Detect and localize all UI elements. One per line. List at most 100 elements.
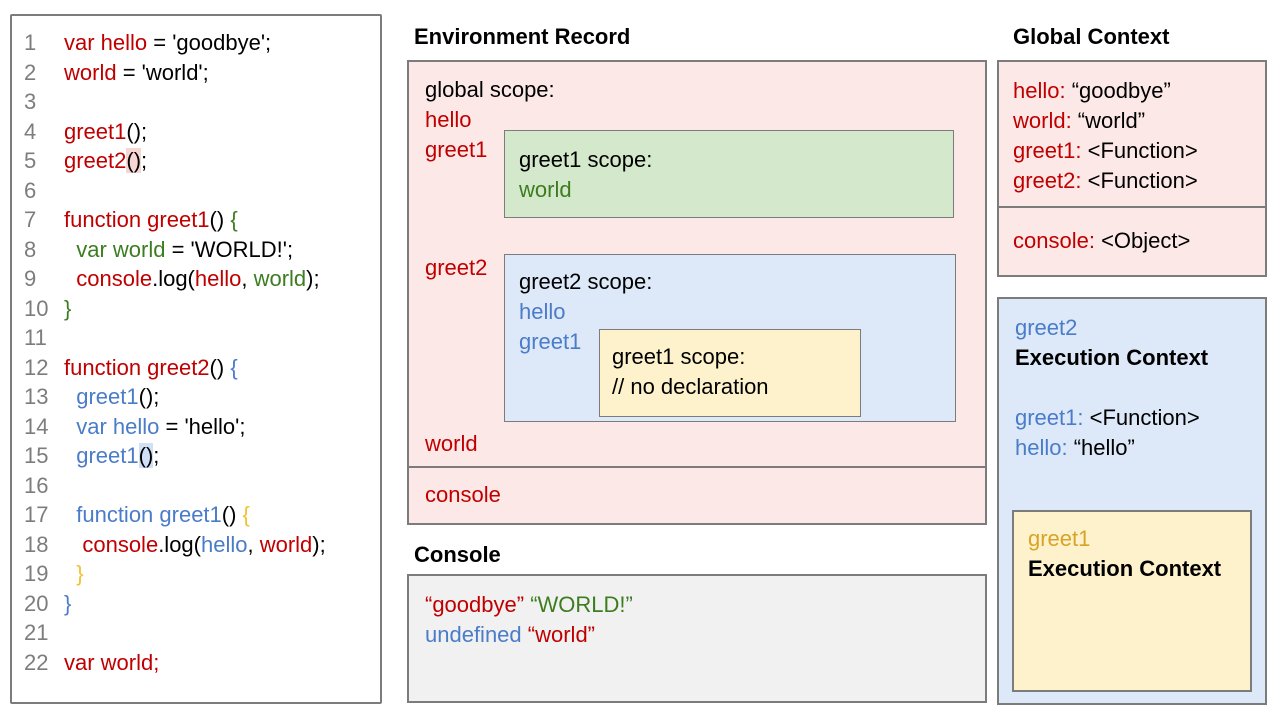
line-number: 5 <box>24 148 37 173</box>
greet1-context-title: Execution Context <box>1028 556 1222 581</box>
token: function greet2 <box>64 354 210 380</box>
line-number: 8 <box>24 236 37 262</box>
code-line: 14 var hello = 'hello'; <box>24 412 380 442</box>
token: “goodbye” <box>425 592 525 617</box>
token: = 'WORLD!'; <box>165 236 294 262</box>
token: = 'goodbye'; <box>147 30 272 55</box>
token: console: <box>1013 228 1095 253</box>
code-line: 15 greet1(); <box>24 441 380 471</box>
token: ; <box>153 443 160 468</box>
token: console <box>82 531 159 557</box>
token: greet1 <box>76 443 139 468</box>
token: ); <box>306 266 320 291</box>
token: console <box>76 266 153 291</box>
code-text: console.log(hello, world); <box>64 264 320 294</box>
code-text: } <box>64 559 84 589</box>
line-number: 15 <box>24 443 49 468</box>
token: greet2 <box>64 148 127 173</box>
token: () <box>126 148 142 173</box>
token: greet1: <box>1013 138 1082 163</box>
token: (); <box>126 118 148 144</box>
line-number: 16 <box>24 472 49 498</box>
token: , <box>241 266 254 291</box>
code-text: } <box>64 294 71 324</box>
greet2-context-name: greet2 <box>1015 315 1078 340</box>
token <box>64 237 76 262</box>
token <box>64 502 76 527</box>
global-context-console-row: console: <Object> <box>1013 228 1190 254</box>
global-scope-var-hello: hello <box>425 107 472 132</box>
token: greet2: <box>1013 168 1082 193</box>
global-scope-title: global scope: <box>425 77 555 102</box>
global-context-rows: hello: “goodbye”world: “world”greet1: <F… <box>1013 76 1198 196</box>
line-number: 13 <box>24 384 49 409</box>
token: hello: <box>1015 435 1068 460</box>
line-number: 4 <box>24 118 37 144</box>
line-number: 11 <box>24 325 47 350</box>
code-line: 9 console.log(hello, world); <box>24 264 380 294</box>
context-row: hello: “hello” <box>1015 433 1200 463</box>
code-text: function greet1() { <box>64 205 238 235</box>
console-record-box: console <box>407 466 987 525</box>
token: { <box>242 502 250 527</box>
token <box>64 384 76 409</box>
code-line: 10} <box>24 294 380 324</box>
greet2-execution-context-box: greet2 Execution Context greet1: <Functi… <box>997 297 1267 705</box>
token: <Function> <box>1081 138 1198 163</box>
token: } <box>64 590 72 616</box>
line-number: 17 <box>24 502 49 527</box>
code-line: 18 console.log(hello, world); <box>24 530 380 560</box>
line-number: 20 <box>24 590 49 616</box>
code-line: 4 greet1(); <box>24 117 380 147</box>
line-number: 19 <box>24 561 49 586</box>
token: () <box>138 443 154 468</box>
code-text: greet1(); <box>64 441 159 471</box>
greet2-scope-var-greet1: greet1 <box>519 329 582 354</box>
code-line: 8 var world = 'WORLD!'; <box>24 235 380 265</box>
console-output-line: undefined “world” <box>425 622 595 648</box>
token: { <box>230 207 238 232</box>
token <box>64 443 76 468</box>
inner-greet1-scope-comment: // no declaration <box>612 374 769 399</box>
code-line: 20} <box>24 589 380 619</box>
token: } <box>76 561 84 586</box>
line-number: 2 <box>24 59 37 85</box>
console-record-var: console <box>425 482 501 507</box>
token: <Function> <box>1083 405 1200 430</box>
token <box>64 532 82 557</box>
token: hello <box>200 531 248 557</box>
token: “world” <box>1071 108 1146 133</box>
inner-greet1-scope-box: greet1 scope: // no declaration <box>599 329 861 417</box>
token: <Object> <box>1094 228 1191 253</box>
line-number: 9 <box>24 266 37 291</box>
console-output-line: “goodbye” “WORLD!” <box>425 592 633 618</box>
token: greet1 <box>64 118 127 144</box>
token: undefined <box>425 622 522 647</box>
token: var hello <box>76 413 160 439</box>
code-line: 3 <box>24 87 380 117</box>
token: “world” <box>527 622 596 647</box>
token: .log( <box>152 266 195 291</box>
token: } <box>64 295 72 321</box>
token: “WORLD!” <box>530 592 633 617</box>
token <box>64 561 76 586</box>
token: ); <box>312 531 326 557</box>
token <box>64 266 76 291</box>
code-line: 17 function greet1() { <box>24 500 380 530</box>
greet2-scope-var-hello: hello <box>519 299 566 324</box>
greet2-scope-box: greet2 scope: hello greet1 greet1 scope:… <box>504 254 956 422</box>
token: greet1 <box>76 384 139 409</box>
token: hello: <box>1013 78 1066 103</box>
token: = 'world'; <box>116 59 209 85</box>
code-line: 13 greet1(); <box>24 382 380 412</box>
context-row: greet2: <Function> <box>1013 166 1198 196</box>
context-row: greet1: <Function> <box>1013 136 1198 166</box>
token <box>64 414 76 439</box>
